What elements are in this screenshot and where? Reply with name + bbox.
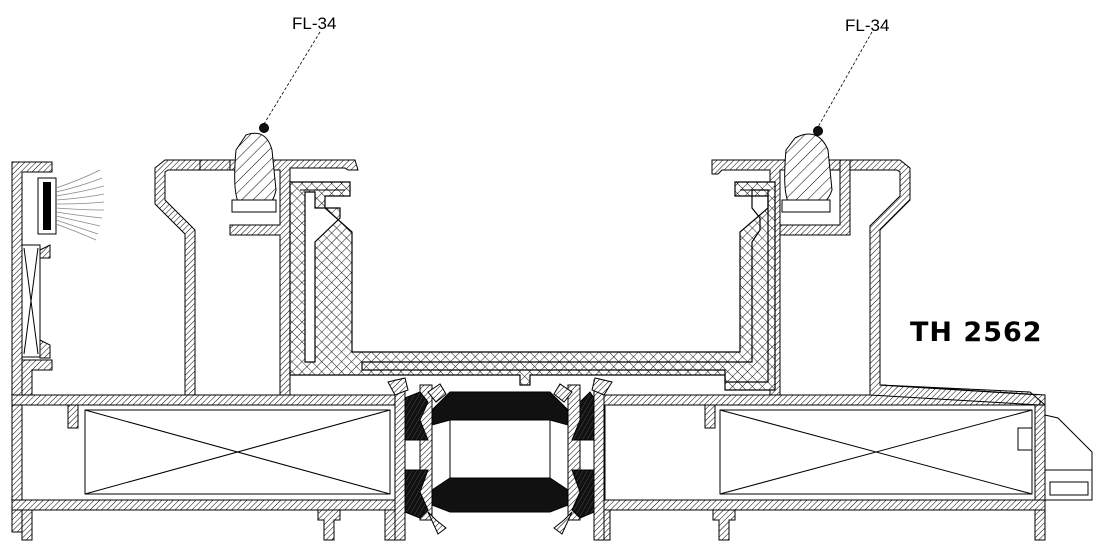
right-sash-profile [711, 159, 1041, 406]
right-chamber [604, 404, 1036, 501]
left-chamber [21, 404, 396, 501]
leader-lines [263, 31, 873, 128]
left-chamber-walls [11, 394, 401, 511]
right-fl34-gasket [781, 126, 833, 213]
labels: FL-34 FL-34 TH 2562 [292, 14, 1043, 348]
left-glazing-clip [21, 244, 51, 359]
brush-seal [37, 169, 105, 241]
right-sill-cap [879, 384, 1093, 501]
leader-label-left: FL-34 [292, 14, 336, 33]
model-label: TH 2562 [910, 317, 1043, 348]
leader-label-right: FL-34 [845, 16, 889, 35]
left-fl34-gasket [231, 123, 277, 213]
center-insert [289, 181, 776, 391]
thermal-break [387, 377, 613, 541]
